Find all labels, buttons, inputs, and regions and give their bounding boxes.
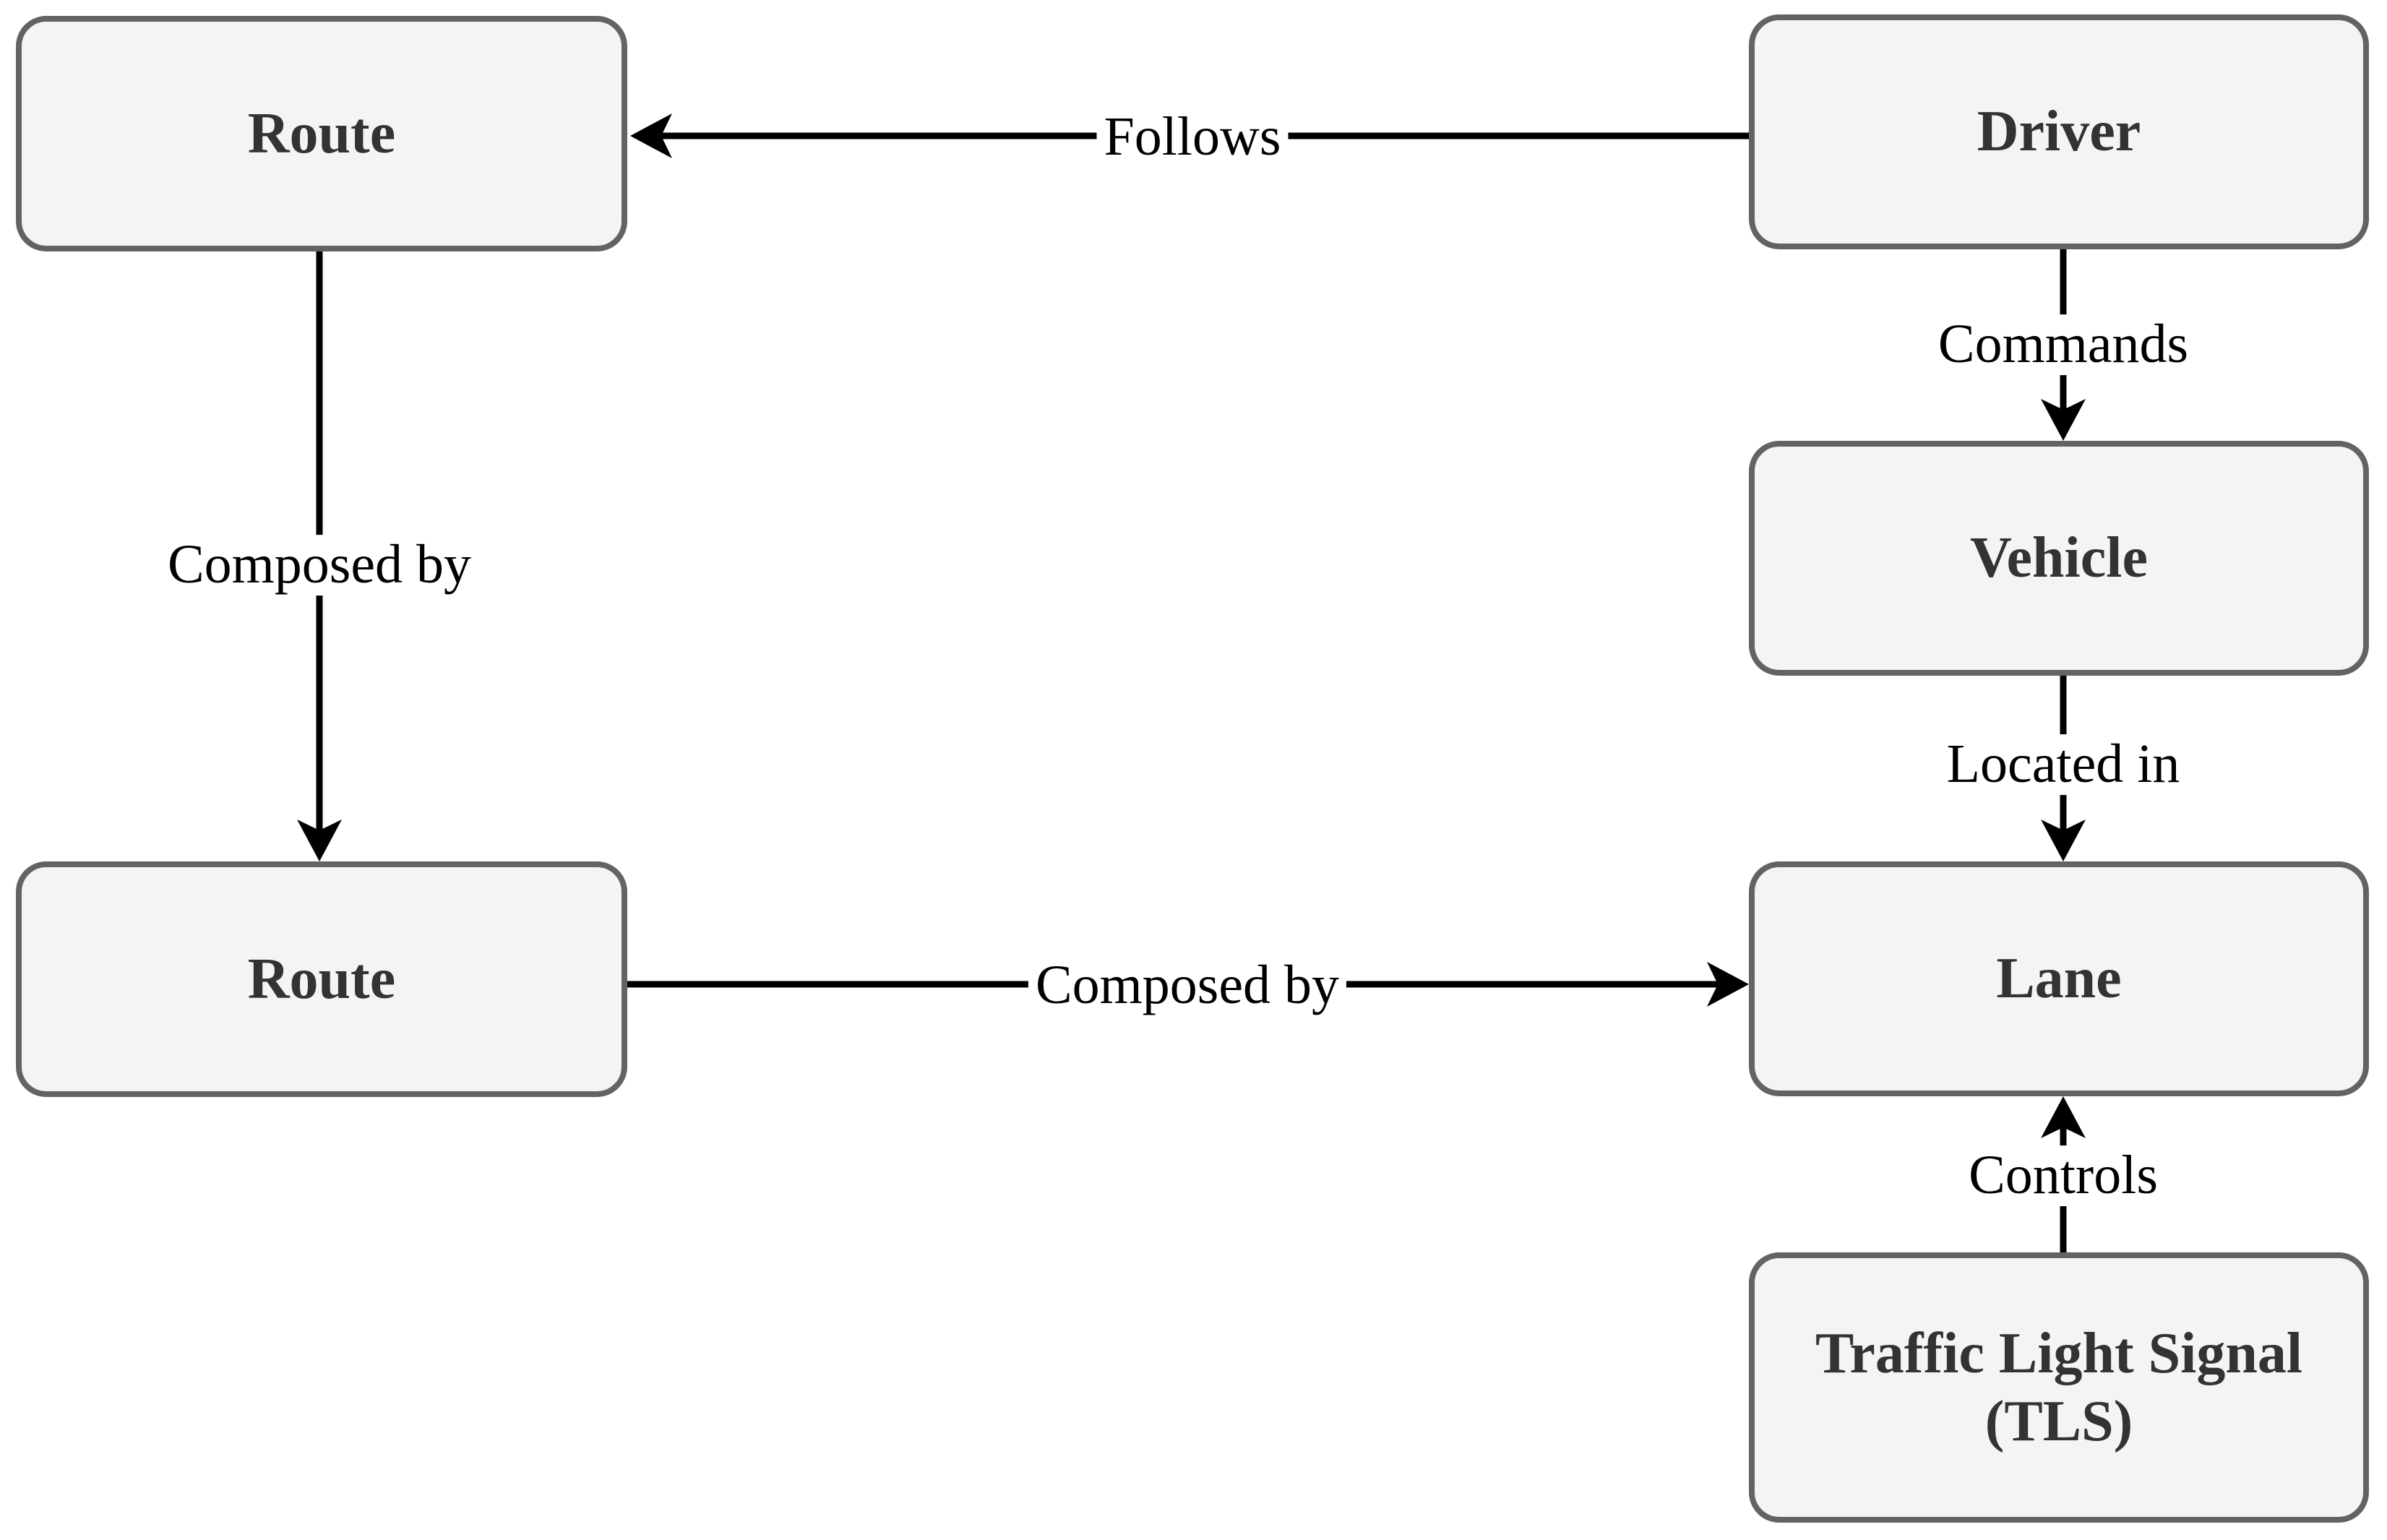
node-route-top: Route <box>16 16 627 251</box>
node-tls-label-line1: Traffic Light Signal <box>1815 1321 2303 1385</box>
edge-composed-by-bottom-arrowhead-icon <box>1707 962 1749 1007</box>
edge-label-located-in: Located in <box>1939 734 2188 795</box>
edge-label-composed-by-bottom: Composed by <box>1028 955 1347 1016</box>
edge-label-controls: Controls <box>1961 1145 2165 1206</box>
edge-label-follows: Follows <box>1096 107 1289 168</box>
edge-controls-arrowhead-icon <box>2041 1096 2086 1138</box>
node-vehicle-label: Vehicle <box>1970 526 2148 590</box>
edge-commands-arrowhead-icon <box>2041 399 2086 441</box>
node-tls: Traffic Light Signal (TLS) <box>1749 1252 2369 1523</box>
node-tls-label: Traffic Light Signal (TLS) <box>1815 1320 2302 1456</box>
node-tls-label-line2: (TLS) <box>1984 1390 2133 1453</box>
node-route-top-label: Route <box>247 101 396 165</box>
edge-located-in-arrowhead-icon <box>2041 820 2086 861</box>
edge-label-composed-by-left: Composed by <box>160 535 479 595</box>
node-driver-label: Driver <box>1977 100 2141 164</box>
node-vehicle: Vehicle <box>1749 441 2369 676</box>
edge-composed-by-left-arrowhead-icon <box>297 820 342 861</box>
edge-label-commands: Commands <box>1930 314 2196 375</box>
node-route-bottom-label: Route <box>247 947 396 1011</box>
node-route-bottom: Route <box>16 861 627 1097</box>
node-driver: Driver <box>1749 14 2369 249</box>
node-lane: Lane <box>1749 861 2369 1096</box>
node-lane-label: Lane <box>1996 947 2122 1011</box>
edge-follows-arrowhead-icon <box>630 113 672 158</box>
